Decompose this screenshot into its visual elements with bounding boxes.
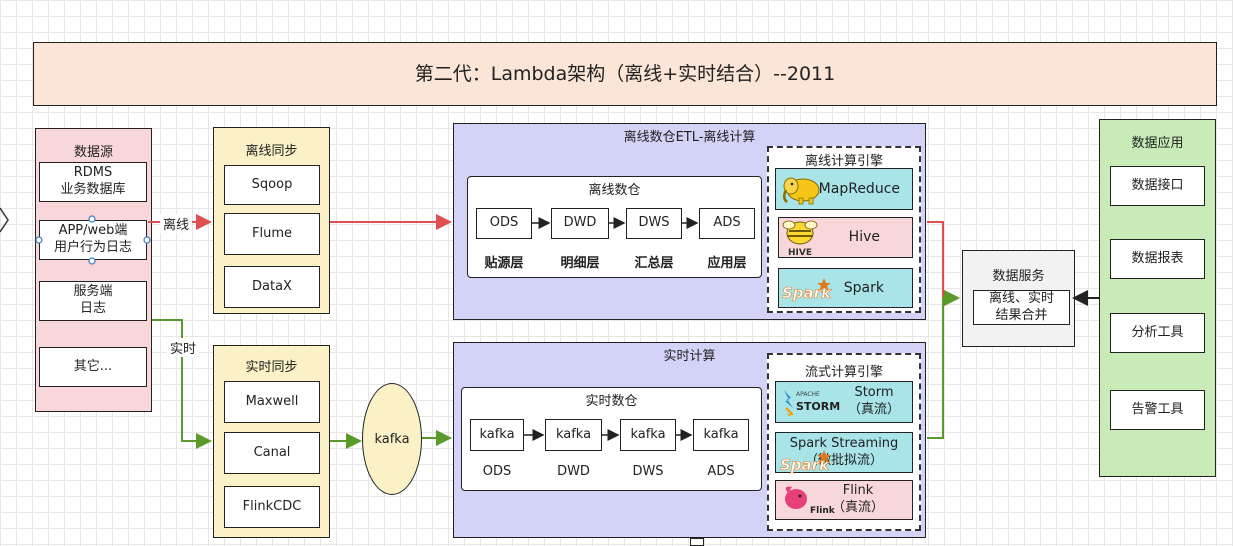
offline-layer-dwd[interactable]: DWD bbox=[551, 208, 609, 239]
edge-label-realtime: 实时 bbox=[167, 338, 199, 357]
service-merge[interactable]: 离线、实时 结果合并 bbox=[973, 290, 1070, 325]
app-alert-tools[interactable]: 告警工具 bbox=[1110, 390, 1205, 430]
realtime-warehouse-title: 实时数仓 bbox=[585, 394, 638, 409]
page-title: 第二代：Lambda架构（离线+实时结合）--2011 bbox=[414, 62, 836, 85]
offline-layer-name-ads: 应用层 bbox=[707, 256, 747, 271]
sync-maxwell[interactable]: Maxwell bbox=[224, 381, 320, 423]
stream-engine-title: 流式计算引擎 bbox=[804, 365, 883, 380]
realtime-layer-name-dws: DWS bbox=[632, 464, 664, 479]
data-service-title: 数据服务 bbox=[992, 269, 1045, 284]
offline-warehouse-title: 离线数仓 bbox=[588, 183, 641, 198]
spark-streaming-logo-icon: Spark bbox=[778, 448, 834, 474]
sync-datax[interactable]: DataX bbox=[224, 266, 320, 308]
flink-squirrel-icon: Flink bbox=[780, 483, 840, 517]
source-server-log[interactable]: 服务端 日志 bbox=[39, 281, 147, 321]
offline-layer-name-ods: 贴源层 bbox=[484, 256, 524, 271]
realtime-layer-name-ods: ODS bbox=[482, 464, 512, 479]
hive-bee-icon: HIVE bbox=[780, 217, 820, 259]
engine-spark[interactable]: Spark bbox=[778, 268, 913, 308]
offline-layer-ods[interactable]: ODS bbox=[476, 208, 532, 239]
sync-flinkcdc[interactable]: FlinkCDC bbox=[224, 486, 320, 528]
offline-layer-name-dws: 汇总层 bbox=[634, 256, 674, 271]
realtime-layer-name-dwd: DWD bbox=[557, 464, 590, 479]
storm-logo-text-top: APACHE bbox=[796, 391, 820, 398]
engine-storm[interactable]: Storm （真流） bbox=[775, 381, 913, 423]
edge-label-offline: 离线 bbox=[160, 214, 192, 233]
realtime-compute-title: 实时计算 bbox=[663, 349, 716, 364]
hive-logo-text: HIVE bbox=[788, 248, 812, 258]
app-data-report[interactable]: 数据报表 bbox=[1110, 239, 1205, 279]
app-analysis-tools[interactable]: 分析工具 bbox=[1110, 313, 1205, 353]
source-other[interactable]: 其它... bbox=[39, 347, 147, 387]
storm-logo-icon: APACHE STORM bbox=[778, 384, 844, 420]
spark-logo-icon: Spark bbox=[780, 274, 832, 304]
data-source-title: 数据源 bbox=[73, 145, 113, 160]
flink-logo-text: Flink bbox=[810, 506, 836, 516]
storm-logo-text-main: STORM bbox=[796, 400, 840, 413]
engine-flink[interactable]: Flink （真流） bbox=[775, 480, 913, 520]
offline-sync-title: 离线同步 bbox=[245, 144, 298, 159]
bottom-handle bbox=[690, 538, 704, 546]
header-banner: 第二代：Lambda架构（离线+实时结合）--2011 bbox=[33, 42, 1217, 106]
realtime-sync-title: 实时同步 bbox=[245, 360, 298, 375]
left-edge-marker bbox=[0, 207, 9, 233]
realtime-layer-dwd[interactable]: kafka bbox=[545, 419, 602, 451]
sync-flume[interactable]: Flume bbox=[224, 213, 320, 255]
sync-sqoop[interactable]: Sqoop bbox=[224, 165, 320, 205]
sync-canal[interactable]: Canal bbox=[224, 432, 320, 474]
offline-layer-dws[interactable]: DWS bbox=[626, 208, 682, 239]
data-apps-title: 数据应用 bbox=[1131, 136, 1184, 151]
offline-layer-name-dwd: 明细层 bbox=[560, 256, 600, 271]
kafka-node[interactable]: kafka bbox=[362, 383, 422, 495]
offline-etl-title: 离线数仓ETL-离线计算 bbox=[623, 130, 756, 145]
realtime-layer-ods[interactable]: kafka bbox=[470, 419, 524, 451]
spark-logo-text: Spark bbox=[782, 284, 832, 302]
spark-streaming-logo-text: Spark bbox=[780, 456, 830, 474]
realtime-layer-dws[interactable]: kafka bbox=[620, 419, 676, 451]
realtime-layer-name-ads: ADS bbox=[707, 464, 735, 479]
source-rdms[interactable]: RDMS 业务数据库 bbox=[39, 162, 147, 202]
app-data-api[interactable]: 数据接口 bbox=[1110, 166, 1205, 206]
source-app-web[interactable]: APP/web端 用户行为日志 bbox=[39, 220, 147, 260]
realtime-layer-ads[interactable]: kafka bbox=[693, 419, 749, 451]
offline-engine-title: 离线计算引擎 bbox=[804, 154, 883, 169]
hadoop-elephant-icon bbox=[779, 172, 823, 206]
offline-layer-ads[interactable]: ADS bbox=[699, 208, 755, 239]
